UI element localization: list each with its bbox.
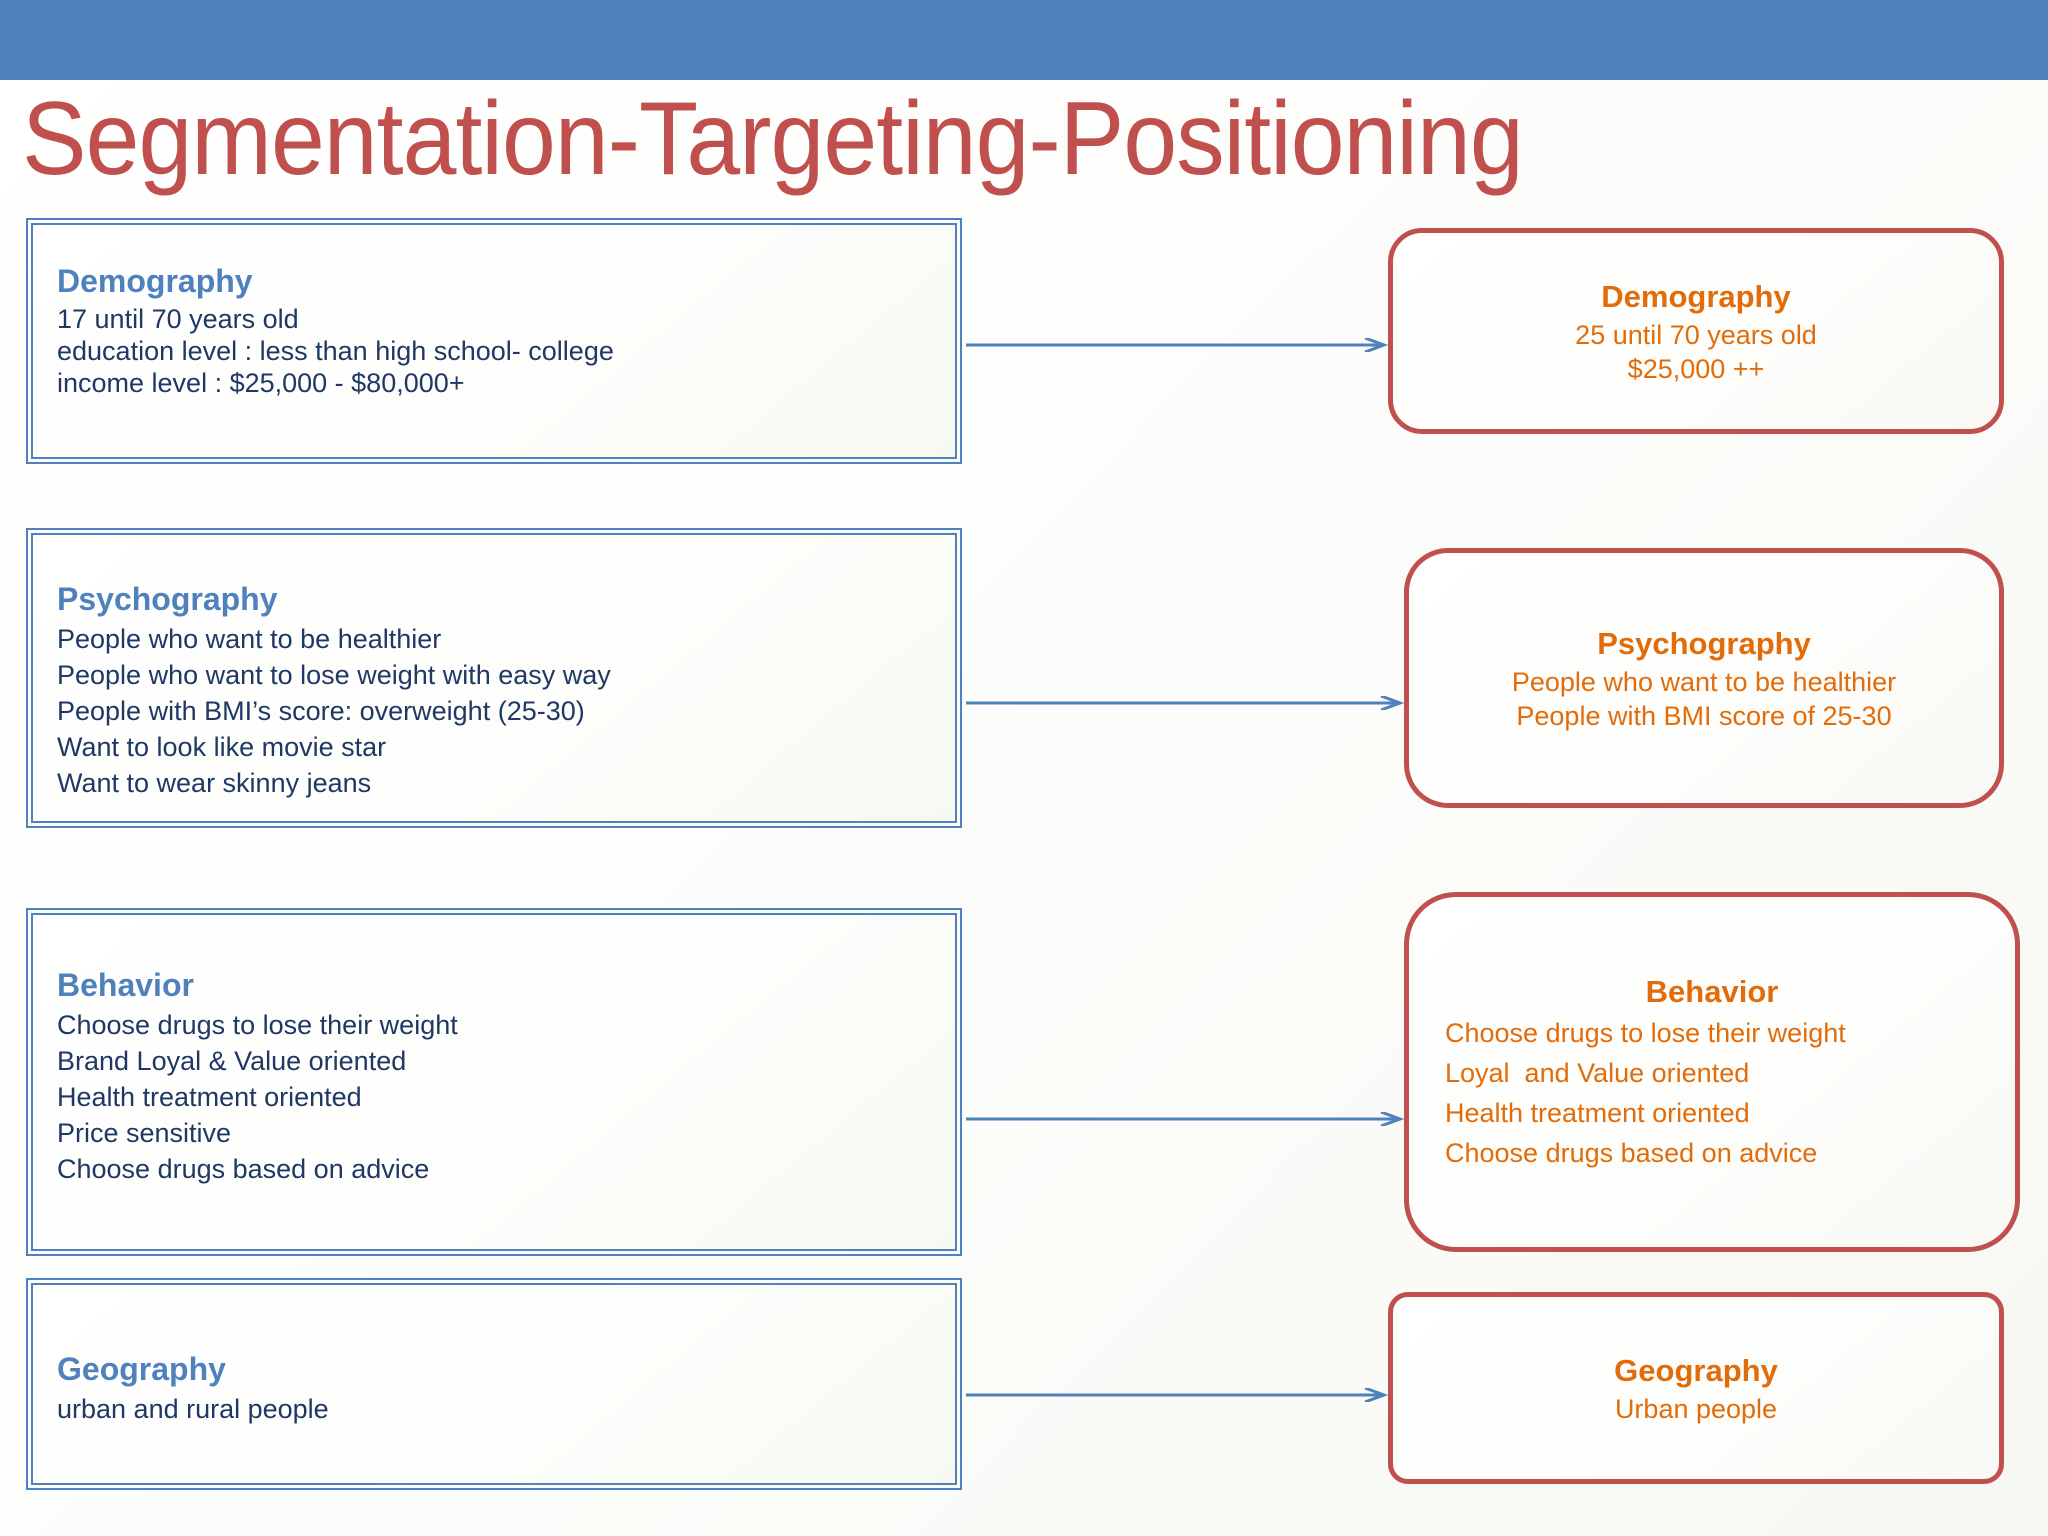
targeting-line: Choose drugs based on advice xyxy=(1445,1138,1818,1168)
segmentation-line: Want to wear skinny jeans xyxy=(57,768,372,798)
targeting-line: Urban people xyxy=(1614,1394,1778,1424)
targeting-line: Health treatment oriented xyxy=(1445,1098,1750,1128)
segmentation-line: Want to look like movie star xyxy=(57,732,387,762)
targeting-heading-geography: Geography xyxy=(1614,1353,1778,1388)
segmentation-heading-behavior: Behavior xyxy=(57,967,194,1003)
segmentation-line: People with BMI’s score: overweight (25-… xyxy=(57,696,585,726)
targeting-box-geography: Geography Urban people xyxy=(1388,1292,2004,1484)
targeting-line: People with BMI score of 25-30 xyxy=(1516,701,1892,731)
targeting-line: Choose drugs to lose their weight xyxy=(1445,1018,1846,1048)
targeting-box-behavior: Behavior Choose drugs to lose their weig… xyxy=(1404,892,2020,1252)
row-behavior: Behavior Choose drugs to lose their weig… xyxy=(0,892,2048,1256)
targeting-heading-psychography: Psychography xyxy=(1597,626,1811,661)
page-title: Segmentation-Targeting-Positioning xyxy=(22,81,1524,197)
connector-arrow-behavior xyxy=(966,1112,1406,1126)
row-psychography: Psychography People who want to be healt… xyxy=(0,528,2048,828)
segmentation-heading-geography: Geography xyxy=(57,1351,226,1387)
segmentation-box-geography: Geography urban and rural people xyxy=(26,1278,962,1490)
segmentation-line: Price sensitive xyxy=(57,1118,232,1148)
segmentation-line: education level : less than high school-… xyxy=(57,336,614,366)
connector-arrow-psychography xyxy=(966,696,1406,710)
segmentation-box-psychography: Psychography People who want to be healt… xyxy=(26,528,962,828)
connector-arrow-demography xyxy=(966,338,1390,352)
targeting-box-psychography: Psychography People who want to be healt… xyxy=(1404,548,2004,808)
targeting-heading-behavior: Behavior xyxy=(1645,974,1779,1009)
header-band xyxy=(0,0,2048,80)
targeting-line: People who want to be healthier xyxy=(1511,667,1897,697)
segmentation-box-behavior: Behavior Choose drugs to lose their weig… xyxy=(26,908,962,1256)
row-demography: Demography 17 until 70 years old educati… xyxy=(0,218,2048,464)
targeting-box-demography: Demography 25 until 70 years old $25,000… xyxy=(1388,228,2004,434)
segmentation-line: People who want to lose weight with easy… xyxy=(57,660,611,690)
targeting-line: 25 until 70 years old xyxy=(1575,320,1817,350)
segmentation-heading-demography: Demography xyxy=(57,263,253,299)
segmentation-line: Brand Loyal & Value oriented xyxy=(57,1046,407,1076)
connector-arrow-geography xyxy=(966,1388,1390,1402)
segmentation-line: People who want to be healthier xyxy=(57,624,442,654)
segmentation-line: Choose drugs based on advice xyxy=(57,1154,430,1184)
segmentation-line: 17 until 70 years old xyxy=(57,304,299,334)
segmentation-line: urban and rural people xyxy=(57,1394,329,1424)
targeting-heading-demography: Demography xyxy=(1601,279,1791,314)
row-geography: Geography urban and rural people Geograp… xyxy=(0,1278,2048,1490)
targeting-line: Loyal and Value oriented xyxy=(1445,1058,1750,1088)
segmentation-heading-psychography: Psychography xyxy=(57,581,278,617)
segmentation-box-demography: Demography 17 until 70 years old educati… xyxy=(26,218,962,464)
targeting-line: $25,000 ++ xyxy=(1627,354,1765,384)
segmentation-line: Choose drugs to lose their weight xyxy=(57,1010,458,1040)
segmentation-line: Health treatment oriented xyxy=(57,1082,362,1112)
segmentation-line: income level : $25,000 - $80,000+ xyxy=(57,368,465,398)
